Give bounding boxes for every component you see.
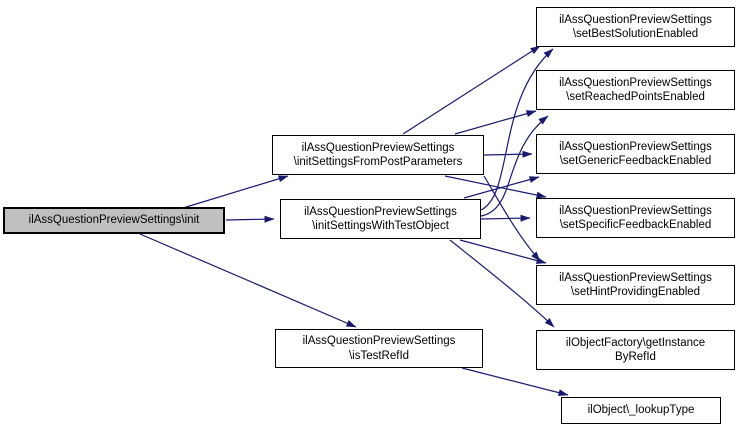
node-lookup-type-label: ilObject\_lookupType: [587, 404, 695, 417]
node-label-line2: \setBestSolutionEnabled: [572, 28, 699, 40]
node-label-line1: ilAssQuestionPreviewSettings: [559, 13, 712, 26]
edge-initSettingsFromPostParameters-to-setSpecificFeedbackEnabled: [444, 175, 547, 199]
node-label-line2: \setSpecificFeedbackEnabled: [559, 219, 712, 231]
node-label-line2: \isTestRefId: [348, 349, 410, 362]
edge-initSettingsWithTestObject-to-setSpecificFeedbackEnabled: [480, 214, 531, 222]
edge-isTestRefId-to-lookupType: [461, 367, 569, 397]
node-init-settings-from-post-parameters[interactable]: ilAssQuestionPreviewSettings \initSettin…: [272, 135, 484, 175]
edge-init-to-initSettingsWithTestObject: [225, 215, 275, 223]
node-set-reached-points-enabled[interactable]: ilAssQuestionPreviewSettings \setReached…: [536, 70, 735, 110]
edge-initSettingsFromPostParameters-to-setReachedPointsEnabled: [454, 110, 537, 135]
node-label-line1: ilAssQuestionPreviewSettings: [559, 76, 712, 89]
node-set-best-solution-enabled[interactable]: ilAssQuestionPreviewSettings \setBestSol…: [536, 7, 735, 47]
node-init-label: ilAssQuestionPreviewSettings\init: [28, 214, 200, 227]
node-label-line2: \setReachedPointsEnabled: [566, 91, 705, 103]
edge-initSettingsFromPostParameters-to-setBestSolutionEnabled: [402, 45, 541, 135]
edge-initSettingsWithTestObject-to-getInstanceByRefId: [449, 239, 555, 328]
node-label-line1: ilAssQuestionPreviewSettings: [559, 204, 712, 217]
edge-initSettingsFromPostParameters-to-setGenericFeedbackEnabled: [483, 150, 533, 158]
node-init[interactable]: ilAssQuestionPreviewSettings\init: [3, 207, 225, 234]
node-label-line1: ilAssQuestionPreviewSettings: [301, 141, 455, 154]
node-label-line1: ilAssQuestionPreviewSettings: [304, 205, 457, 218]
node-set-generic-feedback-enabled[interactable]: ilAssQuestionPreviewSettings \setGeneric…: [536, 134, 735, 174]
edge-init-to-isTestRefId: [139, 233, 357, 328]
node-label-line1: ilAssQuestionPreviewSettings: [559, 140, 712, 153]
node-set-hint-providing-enabled[interactable]: ilAssQuestionPreviewSettings \setHintPro…: [536, 265, 735, 305]
edge-initSettingsWithTestObject-to-setHintProvidingEnabled: [459, 239, 547, 264]
node-label-line2: \setGenericFeedbackEnabled: [559, 155, 712, 167]
node-label-line1: ilAssQuestionPreviewSettings: [559, 271, 712, 284]
edge-initSettingsWithTestObject-to-setBestSolutionEnabled: [480, 48, 554, 211]
edge-initSettingsFromPostParameters-to-setHintProvidingEnabled: [483, 175, 541, 262]
node-init-settings-with-test-object[interactable]: ilAssQuestionPreviewSettings \initSettin…: [280, 199, 481, 239]
node-label-line2: \setHintProvidingEnabled: [570, 286, 701, 298]
node-label-line1: ilObjectFactory\getInstance: [565, 336, 706, 349]
node-lookup-type[interactable]: ilObject\_lookupType: [561, 397, 721, 424]
edge-init-to-initSettingsFromPostParameters: [182, 175, 289, 209]
edge-initSettingsWithTestObject-to-setGenericFeedbackEnabled: [463, 176, 540, 199]
node-label-line2: \initSettingsFromPostParameters: [293, 156, 463, 168]
edge-initSettingsWithTestObject-to-setReachedPointsEnabled: [480, 115, 549, 217]
node-label-line2: \initSettingsWithTestObject: [312, 220, 449, 232]
node-label-line1: ilAssQuestionPreviewSettings: [302, 335, 456, 347]
node-is-test-ref-id[interactable]: ilAssQuestionPreviewSettings \isTestRefI…: [275, 329, 483, 368]
node-set-specific-feedback-enabled[interactable]: ilAssQuestionPreviewSettings \setSpecifi…: [536, 198, 735, 238]
node-label-line2: ByRefId: [615, 351, 656, 363]
node-get-instance-by-ref-id[interactable]: ilObjectFactory\getInstance ByRefId: [536, 330, 735, 370]
